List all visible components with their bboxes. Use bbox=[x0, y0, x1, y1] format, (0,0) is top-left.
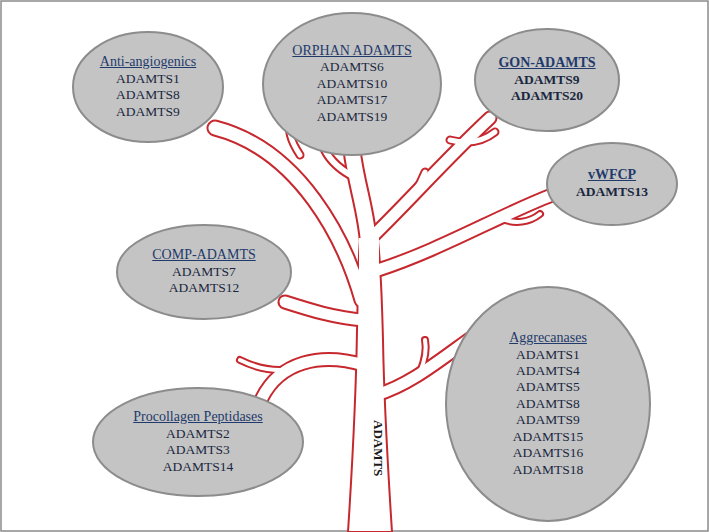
group-heading: Anti-angiogenics bbox=[100, 54, 196, 71]
ellipse-content: vWFCPADAMTS13 bbox=[576, 167, 648, 200]
group-heading: GON-ADAMTS bbox=[498, 55, 595, 72]
member-list: ADAMTS1 ADAMTS8 ADAMTS9 bbox=[116, 71, 180, 120]
branch-outline bbox=[240, 360, 280, 370]
group-heading: Procollagen Peptidases bbox=[133, 409, 262, 426]
branch-fill bbox=[398, 172, 425, 210]
member-list: ADAMTS6 ADAMTS10 ADAMTS17 ADAMTS19 bbox=[317, 59, 388, 125]
ellipse-shape bbox=[72, 31, 224, 143]
category-ellipse: Procollagen PeptidasesADAMTS2 ADAMTS3 AD… bbox=[92, 387, 304, 497]
trunk-label: ADAMTS bbox=[370, 420, 386, 476]
ellipse-shape bbox=[92, 387, 304, 497]
ellipse-content: Anti-angiogenicsADAMTS1 ADAMTS8 ADAMTS9 bbox=[100, 54, 196, 120]
member-list: ADAMTS13 bbox=[576, 184, 648, 200]
ellipse-content: AggrecanasesADAMTS1 ADAMTS4 ADAMTS5 ADAM… bbox=[509, 330, 587, 479]
branch-fill bbox=[352, 150, 369, 250]
branch-outline bbox=[262, 360, 364, 398]
branch-outline bbox=[285, 302, 364, 320]
category-ellipse: Anti-angiogenicsADAMTS1 ADAMTS8 ADAMTS9 bbox=[72, 31, 224, 143]
group-heading: ORPHAN ADAMTS bbox=[292, 43, 411, 60]
category-ellipse: ORPHAN ADAMTSADAMTS6 ADAMTS10 ADAMTS17 A… bbox=[262, 12, 442, 156]
trunk-fill bbox=[359, 238, 379, 328]
branch-fill bbox=[262, 360, 364, 398]
category-ellipse: AggrecanasesADAMTS1 ADAMTS4 ADAMTS5 ADAM… bbox=[445, 286, 651, 522]
branch-fill bbox=[420, 340, 426, 372]
ellipse-content: ORPHAN ADAMTSADAMTS6 ADAMTS10 ADAMTS17 A… bbox=[292, 43, 411, 126]
category-ellipse: COMP-ADAMTSADAMTS7 ADAMTS12 bbox=[116, 224, 292, 320]
group-heading: Aggrecanases bbox=[509, 330, 587, 347]
group-heading: vWFCP bbox=[588, 167, 636, 184]
ellipse-content: GON-ADAMTSADAMTS9 ADAMTS20 bbox=[498, 55, 595, 105]
branch-fill bbox=[500, 214, 540, 222]
branch-outline bbox=[352, 150, 369, 250]
group-heading: COMP-ADAMTS bbox=[152, 247, 255, 264]
branch-fill bbox=[285, 302, 364, 320]
category-ellipse: GON-ADAMTSADAMTS9 ADAMTS20 bbox=[474, 28, 620, 132]
ellipse-content: COMP-ADAMTSADAMTS7 ADAMTS12 bbox=[152, 247, 255, 297]
branch-fill bbox=[450, 132, 495, 142]
member-list: ADAMTS7 ADAMTS12 bbox=[169, 264, 240, 297]
category-ellipse: vWFCPADAMTS13 bbox=[546, 142, 678, 226]
branch-fill bbox=[240, 360, 280, 370]
ellipse-content: Procollagen PeptidasesADAMTS2 ADAMTS3 AD… bbox=[133, 409, 262, 475]
member-list: ADAMTS1 ADAMTS4 ADAMTS5 ADAMTS8 ADAMTS9 … bbox=[513, 347, 584, 479]
member-list: ADAMTS2 ADAMTS3 ADAMTS14 bbox=[163, 426, 234, 475]
ellipse-shape bbox=[546, 142, 678, 226]
member-list: ADAMTS9 ADAMTS20 bbox=[511, 72, 583, 105]
